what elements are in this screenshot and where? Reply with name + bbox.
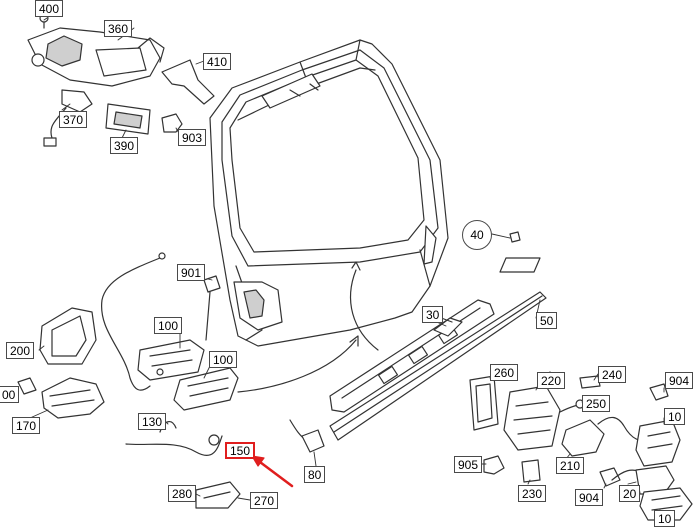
callout-360: 360	[104, 20, 133, 37]
bracket-410	[161, 59, 215, 105]
callout-280: 280	[168, 485, 197, 502]
callout-130: 130	[138, 413, 167, 430]
clip-240	[579, 375, 601, 389]
callout-410: 410	[203, 53, 232, 70]
callout-10a: 10	[664, 408, 686, 425]
sensor-80	[289, 419, 325, 453]
callout-220: 220	[537, 372, 566, 389]
arrow-head-2	[349, 335, 359, 347]
callout-20: 20	[619, 485, 641, 502]
latch-100b	[173, 367, 239, 411]
latch-100a	[137, 339, 205, 381]
callout-100b: 100	[209, 351, 238, 368]
callout-400: 400	[35, 0, 64, 17]
motor-assembly	[27, 13, 165, 87]
callout-150-highlighted: 150	[225, 442, 256, 459]
callout-210: 210	[556, 457, 585, 474]
tailgate-shell	[209, 39, 449, 347]
lock-10	[635, 419, 681, 467]
callout-80: 80	[304, 466, 326, 483]
callout-100a: 100	[154, 317, 183, 334]
callout-904a: 904	[665, 372, 694, 389]
callout-270: 270	[250, 492, 279, 509]
light-bar	[329, 299, 495, 413]
callout-40: 40	[462, 220, 492, 250]
callout-230: 230	[518, 485, 547, 502]
pad-903	[161, 113, 183, 133]
callout-903: 903	[178, 129, 207, 146]
arrow-curve-1	[349, 269, 379, 351]
cable-150	[125, 435, 223, 456]
callout-904b: 904	[575, 489, 604, 506]
callout-00: 00	[0, 386, 20, 403]
callout-905: 905	[454, 456, 483, 473]
callout-240: 240	[598, 366, 627, 383]
callout-200: 200	[6, 342, 35, 359]
arrow-curve-2	[237, 339, 357, 393]
callout-901: 901	[177, 264, 206, 281]
arrow-head-1	[351, 261, 361, 271]
seal-260	[469, 375, 499, 431]
callout-260: 260	[490, 364, 519, 381]
pad-904a	[649, 383, 669, 401]
callout-250: 250	[582, 395, 611, 412]
connector-370	[43, 89, 93, 147]
actuator-170	[17, 377, 105, 419]
callout-10b: 10	[654, 510, 676, 527]
callout-30: 30	[422, 306, 444, 323]
callout-50: 50	[536, 312, 558, 329]
callout-370: 370	[59, 111, 88, 128]
part-230	[521, 459, 541, 483]
part-210	[561, 419, 605, 457]
pad-905	[483, 455, 505, 475]
callout-390: 390	[110, 137, 139, 154]
pad-904b	[599, 467, 621, 487]
pad-40	[499, 257, 541, 273]
callout-170: 170	[12, 417, 41, 434]
cable-901	[101, 257, 161, 391]
